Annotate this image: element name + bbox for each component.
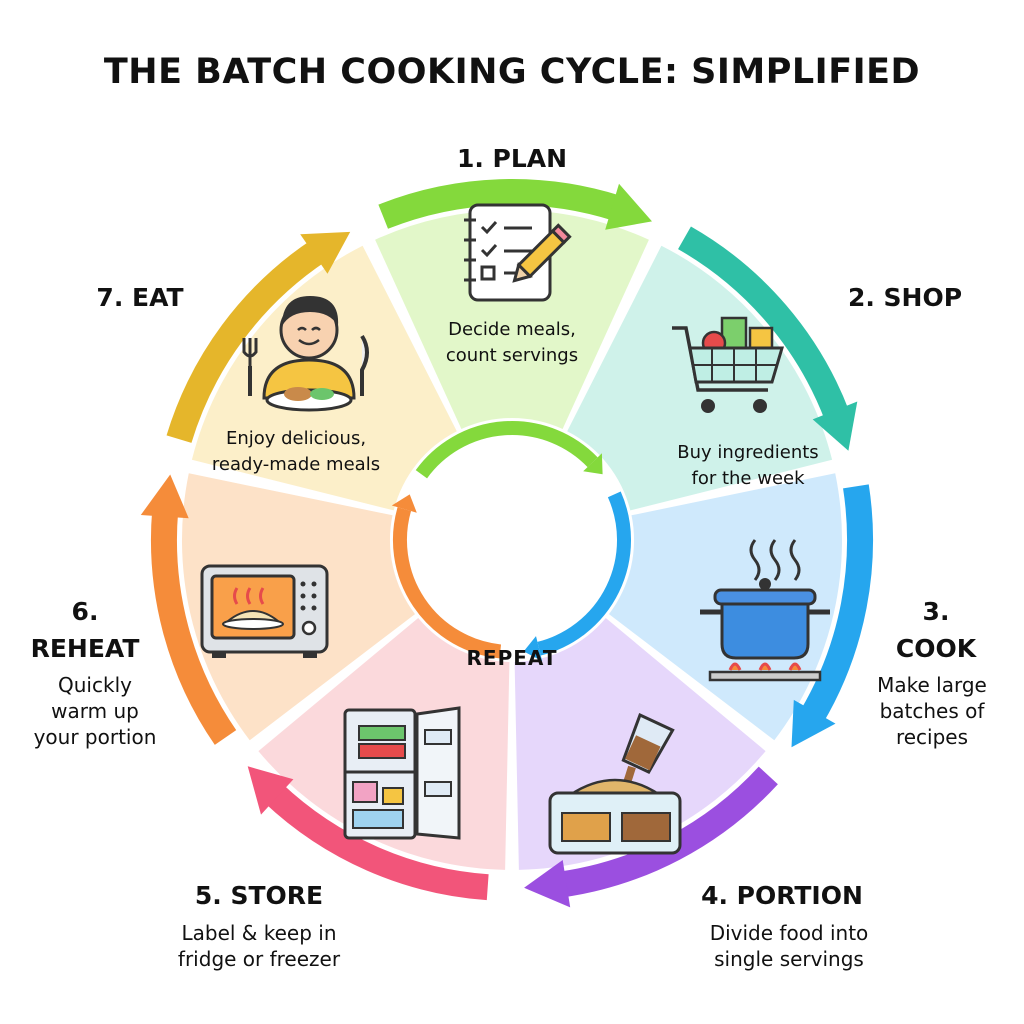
step-label-store: 5. STORE <box>195 881 323 910</box>
arrowhead-reheat <box>140 474 189 519</box>
arrowhead-store <box>247 766 294 815</box>
arrow-shop <box>678 226 850 421</box>
checklist-pencil-icon <box>464 203 572 302</box>
repeat-label: REPEAT <box>467 646 558 670</box>
arrowhead-plan <box>605 183 652 230</box>
step-label-eat: 7. EAT <box>96 283 183 312</box>
step-desc-plan: Decide meals,count servings <box>446 319 578 366</box>
inner-arrow-1 <box>415 421 598 479</box>
arrow-eat <box>166 239 327 443</box>
arrowhead-eat <box>300 231 351 274</box>
inner-arrowhead-3 <box>391 494 417 513</box>
fridge-icon <box>343 706 461 840</box>
portion-containers-icon <box>548 712 682 855</box>
step-label-shop: 2. SHOP <box>848 283 962 312</box>
outer-arrows <box>140 179 873 908</box>
arrow-reheat <box>150 509 237 745</box>
step-label-portion: 4. PORTION <box>701 881 863 910</box>
diagram-title: THE BATCH COOKING CYCLE: SIMPLIFIED <box>103 52 921 92</box>
arrowhead-shop <box>812 401 858 451</box>
segment-plan <box>375 209 649 429</box>
shopping-cart-icon <box>672 316 785 413</box>
arrow-plan <box>378 179 622 229</box>
center-circle <box>400 428 624 652</box>
cooking-pot-icon <box>700 539 830 682</box>
inner-arrowhead-1 <box>583 453 603 475</box>
arrowhead-cook <box>791 699 836 748</box>
step-desc-eat: Enjoy delicious,ready-made meals <box>212 428 380 475</box>
arrowhead-portion <box>524 860 571 908</box>
step-label-plan: 1. PLAN <box>457 144 567 173</box>
step-labels: 1. PLAN Decide meals,count servings 2. S… <box>31 144 987 971</box>
inner-arrow-2 <box>537 491 631 656</box>
person-eating-icon <box>242 296 369 412</box>
inner-arrowhead-2 <box>523 636 543 662</box>
inner-arrow-3 <box>392 507 502 659</box>
step-label-cook: 3.COOK <box>896 597 978 663</box>
arrow-cook <box>800 484 873 724</box>
inner-repeat-ring: REPEAT <box>391 421 631 670</box>
microwave-icon <box>200 564 329 658</box>
arrow-store <box>263 783 489 901</box>
step-label-reheat: 6.REHEAT <box>31 597 140 663</box>
